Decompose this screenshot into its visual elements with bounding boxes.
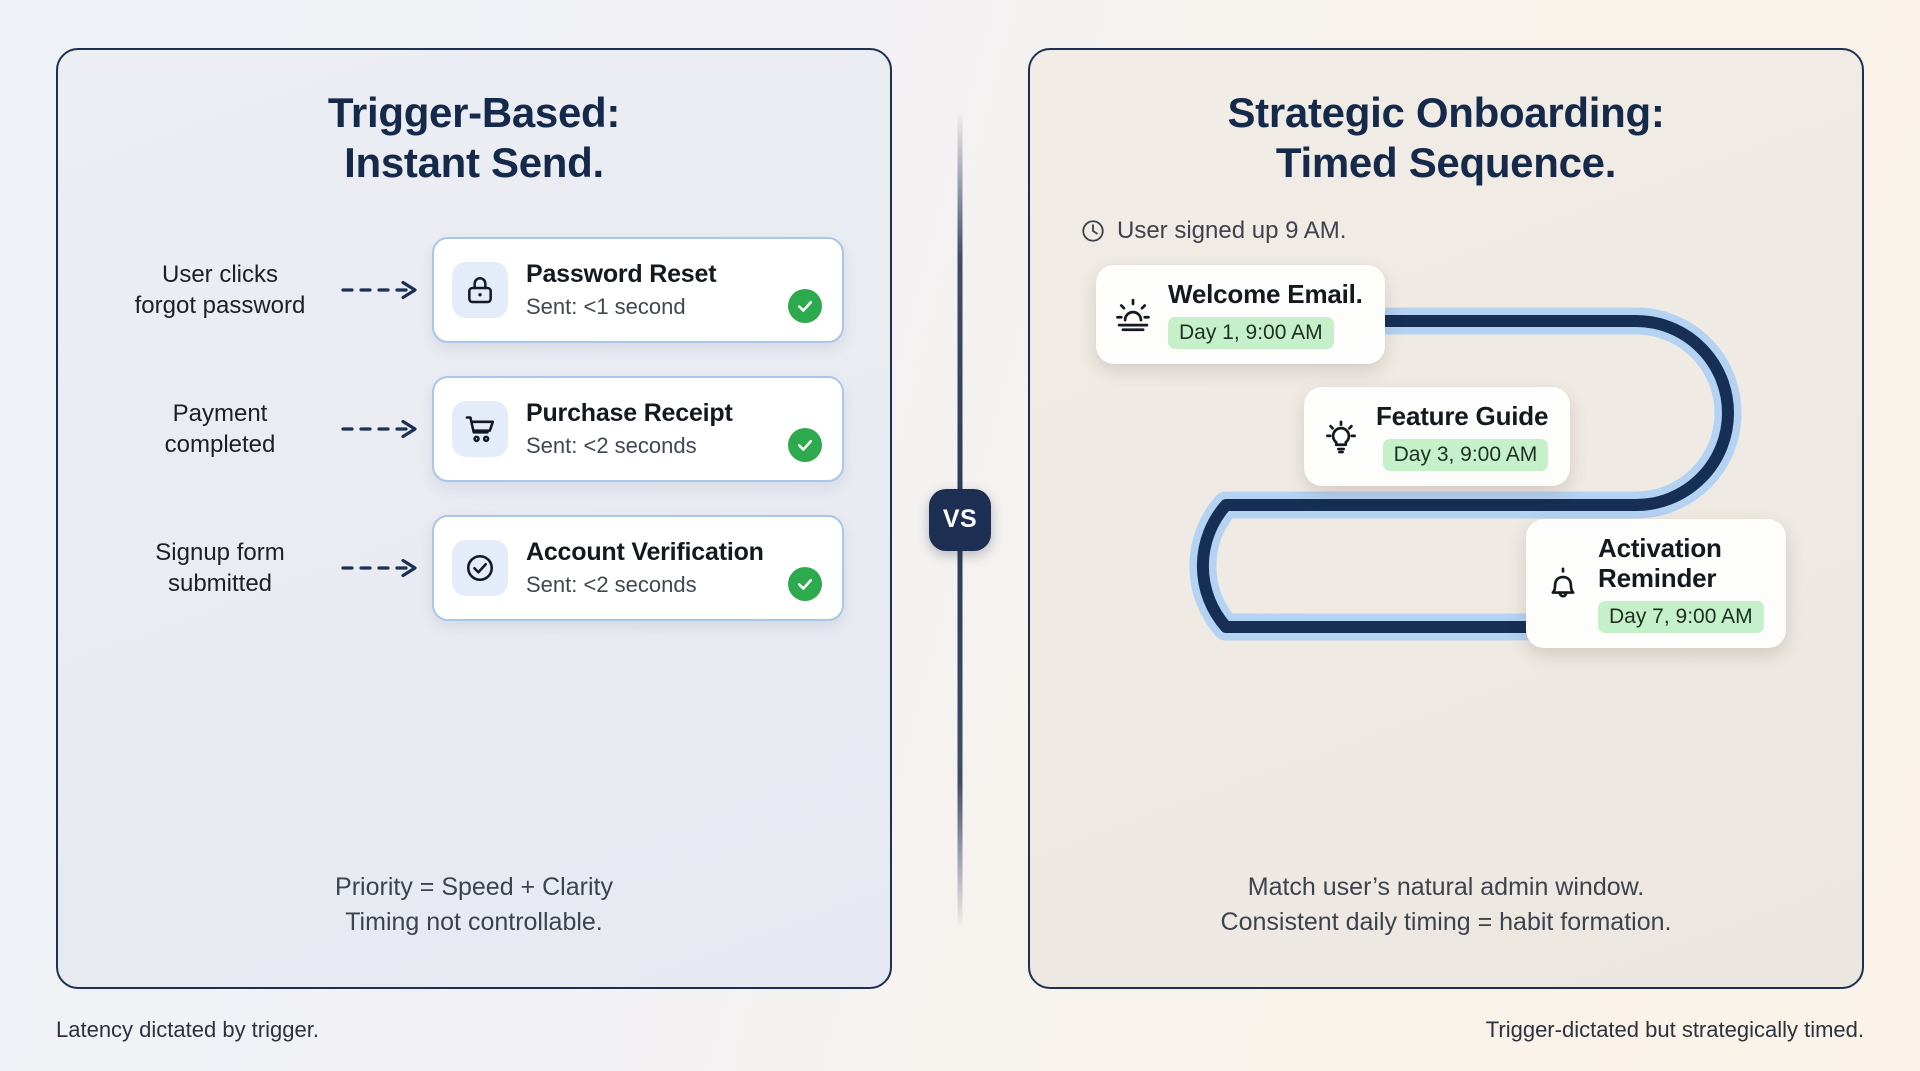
left-panel-title: Trigger-Based: Instant Send.	[327, 89, 621, 186]
sequence-card-title: Welcome Email.	[1168, 279, 1363, 310]
footer-captions: Latency dictated by trigger. Trigger-dic…	[0, 989, 1920, 1071]
sequence-card-body: Activation Reminder Day 7, 9:00 AM	[1598, 533, 1764, 634]
sequence-card-welcome-email[interactable]: Welcome Email. Day 1, 9:00 AM	[1096, 265, 1385, 365]
clock-icon	[1080, 218, 1106, 244]
panel-strategic-onboarding: Strategic Onboarding: Timed Sequence. Us…	[1028, 48, 1864, 989]
panel-trigger-based: Trigger-Based: Instant Send. User clicks…	[56, 48, 892, 989]
sequence-card-body: Feature Guide Day 3, 9:00 AM	[1376, 401, 1549, 472]
dashed-arrow-icon	[336, 557, 432, 579]
trigger-rows: User clicks forgot password	[104, 237, 844, 622]
panel-gap	[892, 48, 1028, 989]
email-card[interactable]: Account Verification Sent: <2 seconds	[432, 515, 844, 622]
footer-caption-right: Trigger-dictated but strategically timed…	[1485, 1017, 1864, 1042]
sequence-card-badge: Day 7, 9:00 AM	[1598, 600, 1764, 634]
sequence-timeline: Welcome Email. Day 1, 9:00 AM Feature Gu…	[1076, 259, 1816, 659]
snake-path	[1189, 307, 1742, 641]
trigger-row: Signup form submitted	[104, 515, 844, 622]
trigger-row: Payment completed	[104, 376, 844, 483]
trigger-row: User clicks forgot password	[104, 237, 844, 344]
lock-icon	[452, 262, 508, 319]
sequence-card-body: Welcome Email. Day 1, 9:00 AM	[1168, 279, 1363, 350]
email-card[interactable]: Purchase Receipt Sent: <2 seconds	[432, 376, 844, 483]
bell-icon	[1542, 563, 1584, 605]
trigger-label: Payment completed	[164, 399, 276, 459]
dashed-arrow-icon	[336, 279, 432, 301]
sequence-card-title: Activation Reminder	[1598, 533, 1722, 593]
check-circle-icon	[788, 428, 822, 463]
footer-caption-left: Latency dictated by trigger.	[56, 1017, 319, 1042]
sequence-card-badge: Day 3, 9:00 AM	[1382, 438, 1549, 472]
signup-note-text: User signed up 9 AM.	[1117, 217, 1347, 245]
email-card[interactable]: Password Reset Sent: <1 second	[432, 237, 844, 344]
right-panel-footnote: Match user’s natural admin window. Consi…	[1220, 873, 1672, 936]
card-title: Password Reset	[526, 259, 717, 288]
sequence-card-badge: Day 1, 9:00 AM	[1168, 316, 1334, 350]
shopping-cart-icon	[452, 401, 508, 458]
trigger-label: Signup form submitted	[155, 538, 285, 598]
card-text: Account Verification Sent: <2 seconds	[526, 537, 770, 600]
signup-note: User signed up 9 AM.	[1080, 217, 1816, 245]
sunrise-icon	[1112, 294, 1154, 336]
card-text: Password Reset Sent: <1 second	[526, 259, 770, 322]
right-panel-title: Strategic Onboarding: Timed Sequence.	[1227, 89, 1665, 186]
card-title: Account Verification	[526, 537, 764, 566]
card-subtitle: Sent: <2 seconds	[526, 571, 697, 597]
sequence-card-activation-reminder[interactable]: Activation Reminder Day 7, 9:00 AM	[1526, 519, 1786, 649]
sequence-card-feature-guide[interactable]: Feature Guide Day 3, 9:00 AM	[1304, 387, 1571, 487]
dashed-arrow-icon	[336, 418, 432, 440]
check-circle-icon	[788, 289, 822, 324]
card-subtitle: Sent: <1 second	[526, 293, 686, 319]
lightbulb-icon	[1320, 416, 1362, 458]
trigger-label: User clicks forgot password	[134, 260, 306, 320]
left-panel-footnote: Priority = Speed + Clarity Timing not co…	[335, 873, 613, 936]
card-text: Purchase Receipt Sent: <2 seconds	[526, 398, 770, 461]
card-title: Purchase Receipt	[526, 398, 733, 427]
check-circle-outline-icon	[452, 540, 508, 597]
check-circle-icon	[788, 567, 822, 602]
card-subtitle: Sent: <2 seconds	[526, 432, 697, 458]
panels-container: Trigger-Based: Instant Send. User clicks…	[56, 48, 1864, 989]
sequence-card-title: Feature Guide	[1376, 401, 1549, 432]
